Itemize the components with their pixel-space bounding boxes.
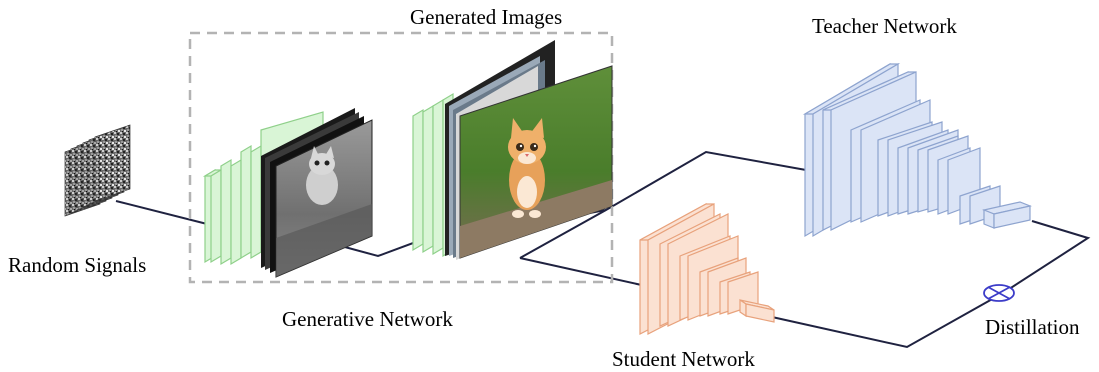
random-signals-label: Random Signals — [8, 253, 146, 277]
student-network-layers — [639, 202, 775, 335]
grayscale-kitten-photo — [261, 108, 373, 278]
circle-times-operator — [983, 284, 1015, 302]
teacher-network-label: Teacher Network — [812, 14, 957, 38]
line-noise-to-generator — [115, 200, 216, 227]
distillation-label: Distillation — [985, 315, 1080, 339]
line-to-student — [519, 257, 656, 289]
color-kitten-photo — [445, 40, 613, 260]
line-to-teacher — [519, 150, 807, 259]
line-student-output — [771, 292, 1004, 349]
teacher-network-layers — [802, 62, 1033, 238]
student-network-label: Student Network — [612, 347, 755, 371]
generated-images-label: Generated Images — [410, 5, 562, 29]
random-noise-images — [64, 124, 131, 217]
line-teacher-output — [1002, 220, 1091, 294]
generative-network-label: Generative Network — [282, 307, 453, 331]
